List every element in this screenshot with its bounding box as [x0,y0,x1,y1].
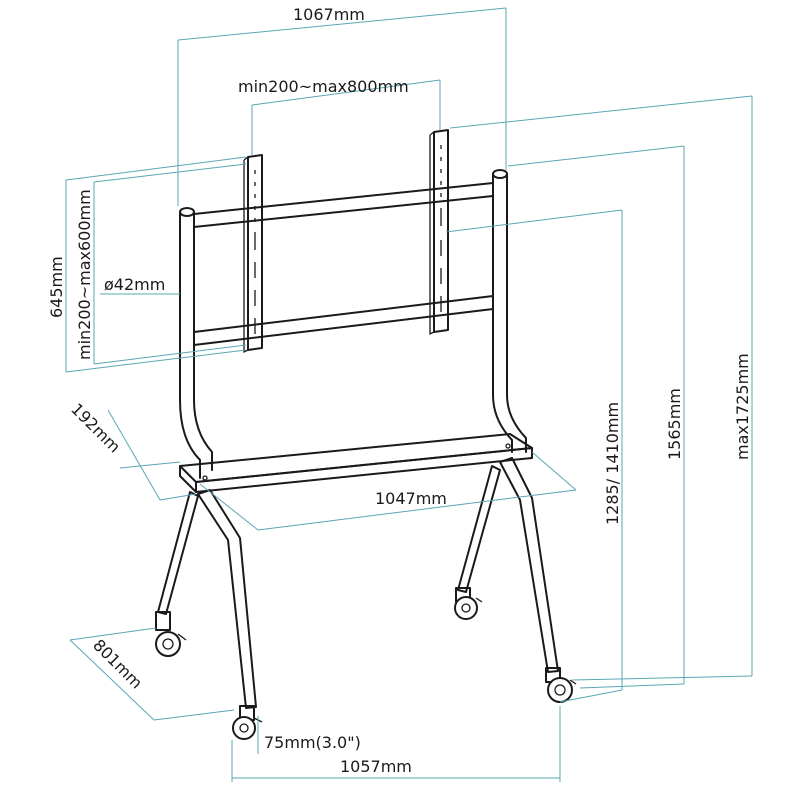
center-height-label: 1285/ 1410mm [603,402,622,525]
vesa-horizontal-label: min200~max800mm [238,77,409,96]
base-depth-label: 801mm [89,635,146,692]
left-vesa-bracket [243,154,263,354]
shelf [179,433,533,493]
left-post-cap [179,207,195,217]
overall-width-line [177,7,507,41]
right-post-cap [492,169,508,179]
max-height-label: max1725mm [733,353,752,460]
tv-stand-drawing [155,129,577,740]
upper-crossbar [193,182,494,228]
dimension-labels: 1067mm min200~max800mm 645mm min200~max6… [47,5,752,776]
shelf-width-line [257,489,577,531]
caster-rear-left [232,705,263,740]
shelf-depth-label: 192mm [67,399,124,456]
shelf-depth-line [107,409,161,501]
right-upright-post [492,173,527,453]
base-width-label: 1057mm [340,757,412,776]
left-front-leg [157,491,199,615]
right-rear-leg [499,457,559,673]
left-upright-post [179,211,213,479]
caster-rear-right [545,667,577,703]
bracket-height-label: 645mm [47,256,66,318]
right-front-leg [457,465,501,593]
base-depth-line [69,639,155,721]
dimension-lines [65,7,753,782]
overall-width-label: 1067mm [293,5,365,24]
right-vesa-bracket [429,129,449,336]
caster-front-left [155,611,187,657]
vesa-vertical-label: min200~max600mm [75,189,94,360]
lower-crossbar [193,295,494,346]
post-height-label: 1565mm [665,388,684,460]
caster-front-right [454,587,483,620]
pole-diameter-label: ø42mm [104,275,165,294]
wheel-size-label: 75mm(3.0") [264,733,361,752]
vesa-horizontal-line [251,79,441,106]
left-rear-leg [197,489,257,709]
shelf-width-label: 1047mm [375,489,447,508]
